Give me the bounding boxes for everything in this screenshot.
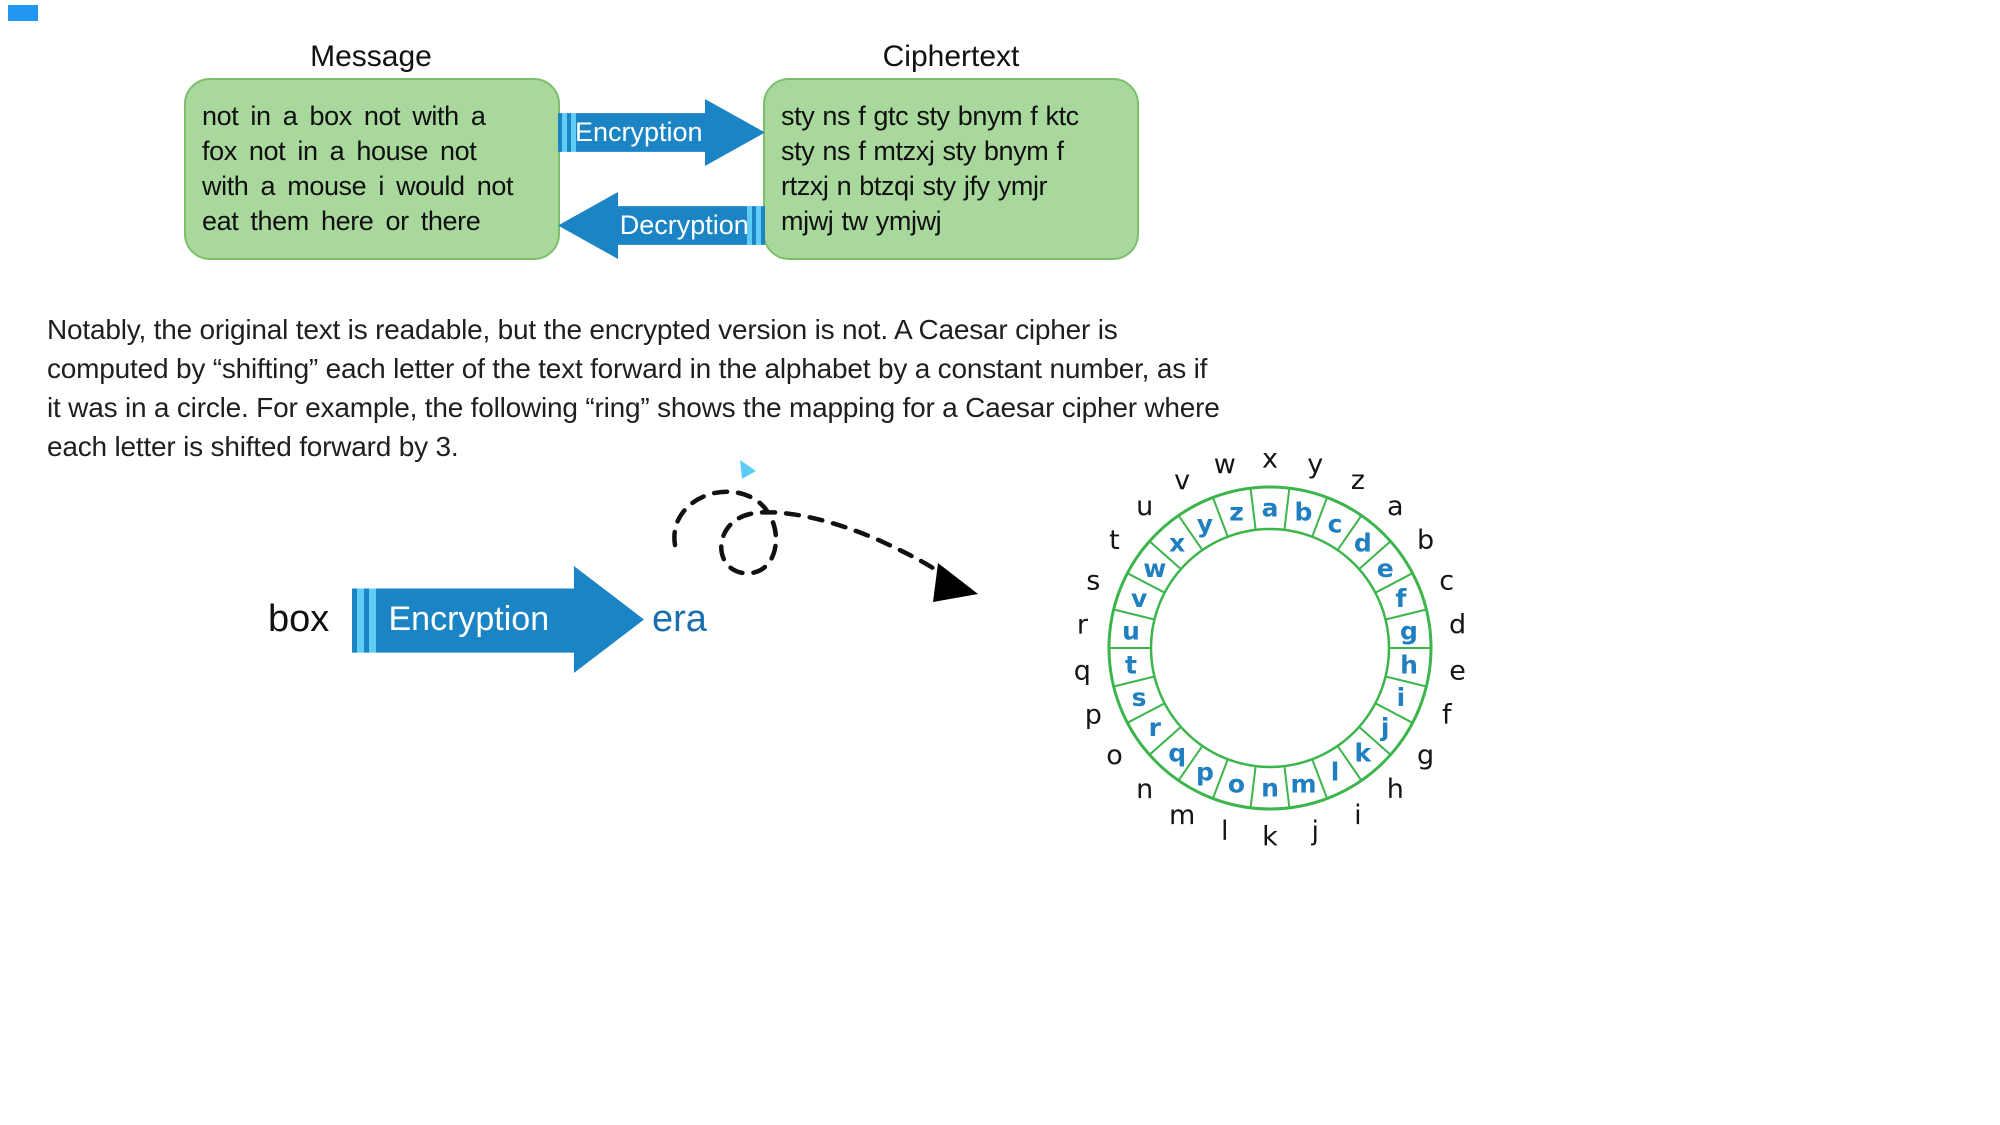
ring-inner-letter: z [1229, 498, 1244, 527]
ring-inner-letter: p [1196, 757, 1214, 786]
doodle-dashed-path [672, 489, 949, 580]
encryption-arrow-label: Encryption [574, 117, 703, 147]
ring-outer-letter: g [1417, 740, 1434, 771]
doodle-arrow [672, 460, 978, 602]
ring-outer-letter: z [1351, 465, 1365, 496]
corner-marker [8, 5, 38, 21]
message-label: Message [310, 40, 432, 73]
message-box: not in a box not with a fox not in a hou… [184, 78, 560, 260]
ciphertext-box: sty ns f gtc sty bnym f ktc sty ns f mtz… [763, 78, 1139, 260]
ring-inner-letter: m [1290, 769, 1316, 798]
example-encryption-arrow-label: Encryption [388, 600, 550, 638]
ring-inner-letter: b [1295, 498, 1313, 527]
ring-outer-letter: r [1077, 610, 1089, 641]
ring-outer-letter: n [1136, 774, 1153, 805]
ring-outer-letter: t [1109, 525, 1120, 556]
ring-inner-letter: d [1354, 529, 1372, 558]
ring-inner-letter: r [1149, 713, 1162, 742]
ring-outer-letter: a [1387, 491, 1404, 522]
ring-inner-letter: j [1380, 713, 1390, 742]
ring-outer-letter: e [1449, 655, 1466, 686]
ring-outer-letter: q [1074, 655, 1091, 686]
ring-outer-letter: p [1085, 700, 1102, 731]
ring-inner-letter: c [1328, 510, 1343, 539]
ring-inner-letter: v [1131, 584, 1147, 613]
ring-inner-letter: x [1169, 529, 1185, 558]
ring-inner-letter: h [1400, 650, 1418, 679]
ring-inner-letter: n [1261, 774, 1279, 803]
ring-outer-letter: c [1439, 565, 1454, 596]
ring-inner-letter: i [1397, 683, 1406, 712]
ring-outer-letter: b [1417, 525, 1434, 556]
ring-inner-letter: l [1331, 757, 1340, 786]
ring-inner-letter: k [1355, 738, 1373, 767]
decryption-arrow-label: Decryption [619, 210, 749, 240]
example-encryption-arrow: Encryption [352, 566, 644, 673]
ring-outer-letter: i [1354, 800, 1362, 831]
ring-outer-letter: d [1449, 610, 1466, 641]
ring-inner-letter: e [1377, 554, 1394, 583]
ring-outer-letter: u [1136, 491, 1153, 522]
ring-inner-letter: y [1197, 510, 1213, 539]
ring-inner-letter: a [1262, 494, 1279, 523]
body-paragraph: Notably, the original text is readable, … [47, 314, 1220, 462]
encryption-arrow: Encryption [558, 99, 765, 166]
ring-outer-letter: s [1086, 565, 1100, 596]
ring-outer-letter: m [1169, 800, 1195, 831]
ring-outer-letter: j [1310, 816, 1319, 847]
ring-inner-letter: s [1132, 683, 1147, 712]
ring-inner-letter: o [1228, 769, 1245, 798]
decryption-arrow: Decryption [558, 192, 765, 259]
ring-outer-letter: v [1174, 465, 1190, 496]
ring-outer-letter: l [1221, 816, 1229, 847]
ring-outer-letter: f [1442, 700, 1453, 731]
ring-inner-letter: g [1400, 617, 1418, 646]
cursor-triangle [740, 460, 756, 479]
ring-outer-letter: k [1262, 822, 1278, 853]
example-plaintext: box [268, 598, 330, 640]
ciphertext-text: sty ns f gtc sty bnym f ktc sty ns f mtz… [781, 101, 1079, 236]
ring-inner-letter: f [1395, 584, 1407, 613]
ring-outer-letter: y [1307, 449, 1323, 480]
ring-outer-letter: x [1262, 444, 1278, 475]
ring-outer-letter: h [1387, 774, 1404, 805]
ring-inner-letter: u [1122, 617, 1140, 646]
message-text: not in a box not with a fox not in a hou… [202, 101, 514, 236]
ring-outer-letter: o [1106, 740, 1123, 771]
ring-inner-letter: q [1168, 738, 1186, 767]
ciphertext-label: Ciphertext [882, 40, 1020, 73]
doodle-arrowhead [933, 563, 978, 602]
ring-outer-letter: w [1214, 449, 1236, 480]
example-ciphertext: era [652, 598, 707, 640]
ring-inner-letter: w [1143, 554, 1166, 583]
ring-inner-letter: t [1125, 650, 1137, 679]
